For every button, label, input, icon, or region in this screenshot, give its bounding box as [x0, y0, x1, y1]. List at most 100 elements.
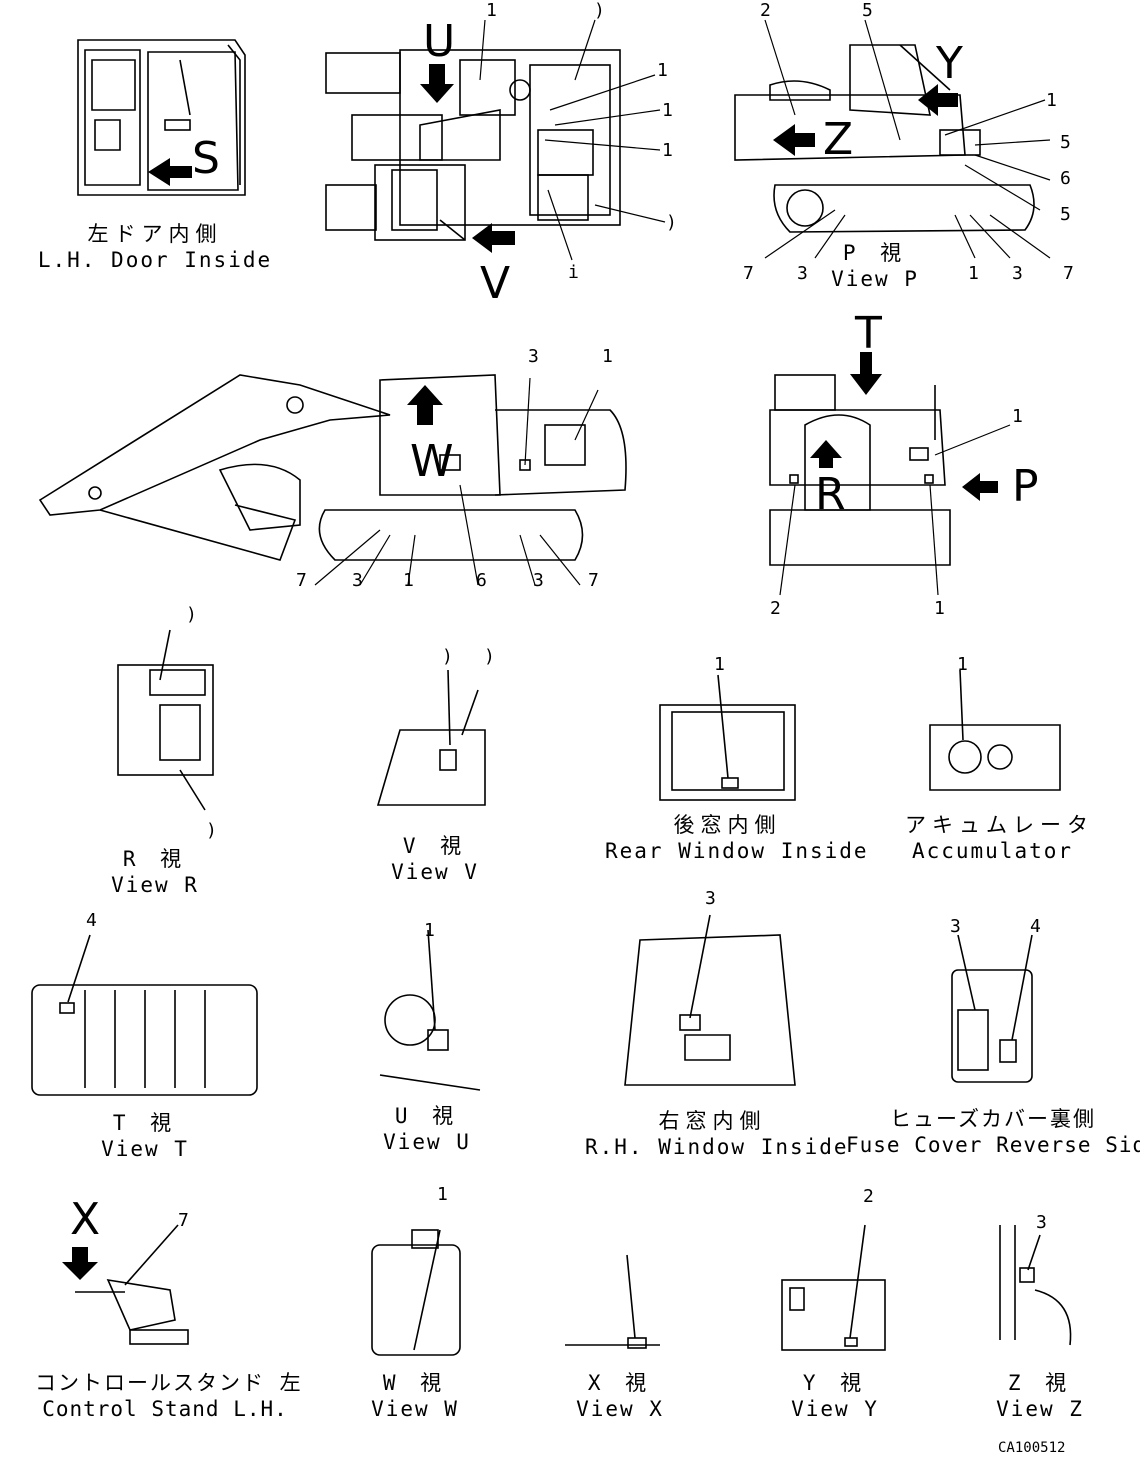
caption-view-r: R 視 View R	[100, 846, 210, 898]
callout: 4	[86, 910, 97, 931]
caption-view-u: U 視 View U	[372, 1103, 482, 1155]
callout: )	[186, 604, 197, 625]
callout: 3	[528, 346, 539, 367]
arrow-p	[962, 473, 998, 501]
caption-view-t: T 視 View T	[90, 1110, 200, 1162]
caption-en: Accumulator	[911, 839, 1074, 863]
callout: 1	[662, 140, 673, 161]
caption-jp: V 視	[402, 834, 468, 858]
callout: 5	[862, 0, 873, 21]
marker-s: S	[192, 133, 220, 184]
callout: 2	[863, 1186, 874, 1207]
callout: 3	[705, 888, 716, 909]
rear-window-drawing	[659, 674, 796, 801]
rear-view-leaders	[779, 424, 1011, 596]
side-view-drawing	[38, 374, 627, 561]
caption-en: View T	[101, 1137, 189, 1161]
caption-jp: ヒューズカバー裏側	[890, 1107, 1096, 1131]
accumulator-drawing	[929, 669, 1061, 791]
caption-jp: T 視	[112, 1111, 178, 1135]
callout: )	[666, 212, 677, 233]
caption-jp: R 視	[122, 847, 188, 871]
caption-view-v: V 視 View V	[380, 833, 490, 885]
callout: 3	[1012, 263, 1023, 284]
arrow-z	[773, 124, 815, 156]
marker-t: T	[855, 308, 882, 359]
marker-y: Y	[936, 38, 963, 89]
view-p-leaders	[764, 19, 1051, 259]
caption-view-y: Y 視 View Y	[780, 1370, 890, 1422]
callout: 2	[760, 0, 771, 21]
caption-control-stand: コントロールスタンド 左 Control Stand L.H.	[35, 1370, 303, 1422]
callout: 1	[662, 100, 673, 121]
caption-en: View U	[383, 1130, 471, 1154]
arrow-u	[420, 64, 454, 103]
lh-door-drawing	[77, 39, 246, 196]
marker-r: R	[815, 469, 846, 520]
view-t-drawing	[31, 934, 258, 1096]
caption-view-w: W 視 View W	[360, 1370, 470, 1422]
arrow-v	[472, 223, 515, 253]
control-stand-drawing	[75, 1224, 189, 1345]
callout: 7	[178, 1210, 189, 1231]
caption-fuse-cover: ヒューズカバー裏側 Fuse Cover Reverse Side	[846, 1106, 1140, 1158]
caption-jp: 右窓内側	[658, 1109, 767, 1133]
callout: )	[484, 646, 495, 667]
callout: 5	[1060, 132, 1071, 153]
fuse-cover-drawing	[951, 934, 1033, 1083]
view-r-drawing	[117, 629, 214, 811]
callout: 2	[770, 598, 781, 619]
callout: 4	[1030, 916, 1041, 937]
caption-jp: コントロールスタンド 左	[35, 1371, 303, 1395]
callout: 1	[437, 1184, 448, 1205]
caption-en: View X	[576, 1397, 664, 1421]
callout: 3	[533, 570, 544, 591]
callout: 3	[797, 263, 808, 284]
caption-jp: Z 視	[1007, 1371, 1073, 1395]
arrow-t	[850, 352, 882, 395]
callout: 7	[296, 570, 307, 591]
callout: 5	[1060, 204, 1071, 225]
caption-lh-door: 左ドア内側 L.H. Door Inside	[30, 221, 280, 273]
caption-jp: Y 視	[802, 1371, 868, 1395]
caption-en: View W	[371, 1397, 459, 1421]
callout: 3	[352, 570, 363, 591]
caption-jp: 左ドア内側	[87, 222, 223, 246]
marker-u: U	[423, 16, 456, 67]
callout: )	[206, 820, 217, 841]
view-u-drawing	[379, 929, 481, 1091]
callout: 3	[950, 916, 961, 937]
caption-en: L.H. Door Inside	[37, 248, 273, 272]
view-x-drawing	[565, 1254, 660, 1349]
marker-p: P	[1012, 461, 1039, 512]
callout: 1	[1046, 90, 1057, 111]
caption-en: View Y	[791, 1397, 879, 1421]
callout: 1	[1012, 406, 1023, 427]
callout: 7	[1063, 263, 1074, 284]
arrow-s	[148, 158, 192, 186]
rh-window-drawing	[624, 914, 796, 1086]
arrow-w	[407, 385, 443, 425]
callout: 7	[588, 570, 599, 591]
caption-jp: アキュムレータ	[905, 813, 1094, 837]
callout: )	[594, 0, 605, 21]
callout: 1	[657, 60, 668, 81]
arrow-r	[810, 440, 842, 468]
drawing-code: CA100512	[998, 1440, 1066, 1456]
caption-en: View Z	[996, 1397, 1084, 1421]
callout: 1	[602, 346, 613, 367]
callout: 6	[476, 570, 487, 591]
caption-view-p: P 視 View P	[820, 240, 930, 292]
caption-view-z: Z 視 View Z	[985, 1370, 1095, 1422]
caption-rear-window: 後窓内側 Rear Window Inside	[605, 812, 867, 864]
marker-z: Z	[823, 114, 854, 165]
marker-w: W	[410, 436, 454, 487]
view-w-drawing	[371, 1229, 461, 1356]
callout: 7	[743, 263, 754, 284]
callout: 1	[424, 920, 435, 941]
rear-view-drawing	[769, 374, 951, 566]
view-y-drawing	[781, 1224, 886, 1351]
caption-jp: P 視	[842, 241, 908, 265]
caption-accumulator: アキュムレータ Accumulator	[905, 812, 1094, 864]
